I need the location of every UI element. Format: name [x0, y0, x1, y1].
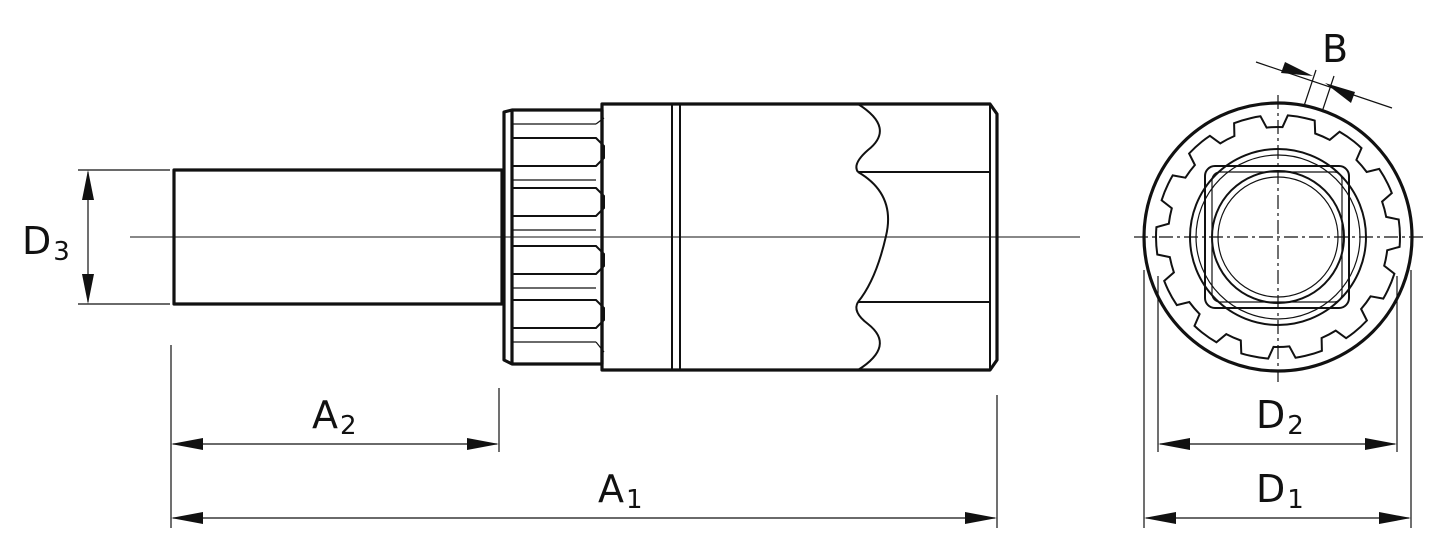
- label-d3: D3: [22, 219, 70, 267]
- dim-a2: A2: [170, 345, 500, 528]
- side-view: [130, 102, 1080, 372]
- label-d2: D2: [1256, 393, 1304, 441]
- dim-d2: D2: [1157, 276, 1398, 452]
- spline-ring: [1154, 114, 1402, 360]
- dim-d1: D1: [1143, 270, 1412, 528]
- dim-b: B: [1255, 27, 1393, 113]
- dim-a1: A1: [171, 395, 998, 528]
- label-a2: A2: [312, 393, 357, 441]
- splined-collar: [502, 108, 605, 366]
- label-a1: A1: [598, 467, 643, 515]
- dim-d3: D3: [22, 169, 170, 305]
- label-d1: D1: [1256, 467, 1304, 515]
- end-view: [1134, 95, 1425, 382]
- label-b: B: [1322, 27, 1348, 71]
